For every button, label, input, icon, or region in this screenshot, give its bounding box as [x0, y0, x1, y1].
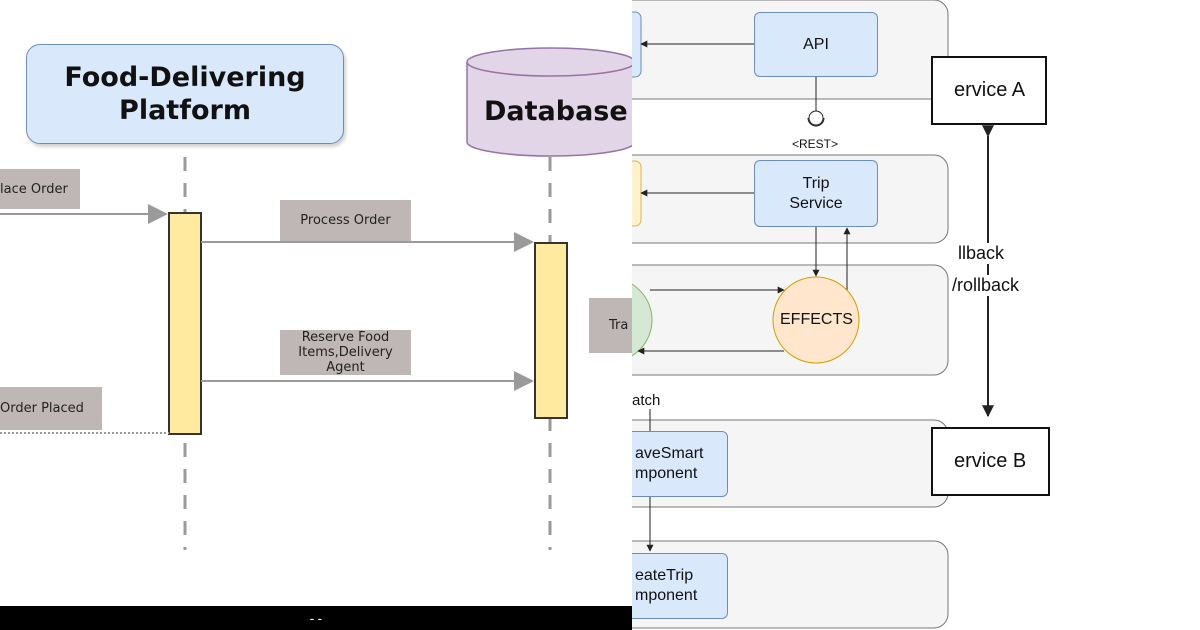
sequence-diagram-panel: Food-Delivering Platform Database lace O…: [0, 44, 632, 630]
service-b-box: [931, 427, 1050, 496]
left-box-2: [632, 160, 642, 227]
rest-interface-icon: [807, 117, 825, 127]
save-smart-component-label: aveSmart mponent: [635, 445, 704, 482]
service-b-label: ervice B: [954, 450, 1027, 472]
dispatch-label: atch: [632, 392, 661, 409]
create-trip-component-box: eateTrip mponent: [632, 553, 728, 619]
rollback-label-1: llback: [958, 243, 1005, 264]
architecture-diagram-panel: API Trip Service <REST> EFFECTS ervice A…: [632, 0, 1200, 630]
api-label: API: [803, 35, 829, 53]
process-order-label: Process Order: [280, 200, 411, 241]
bottom-bar-mark: --: [308, 612, 324, 627]
left-box-1: [632, 11, 642, 78]
service-a-label: ervice A: [954, 79, 1026, 101]
rest-ball: [808, 110, 824, 126]
tra-label: Tra: [589, 298, 632, 353]
platform-actor-title: Food-Delivering Platform: [64, 62, 306, 126]
rollback-label-2: /rollback: [952, 275, 1020, 296]
order-placed-label: Order Placed: [0, 387, 102, 430]
effects-circle: [772, 276, 860, 364]
database-activation-bar: [534, 242, 568, 419]
trip-service-label: Trip Service: [789, 174, 843, 212]
place-order-label: lace Order: [0, 169, 80, 209]
save-smart-component-box: aveSmart mponent: [632, 431, 728, 497]
reserve-items-label: Reserve Food Items,Delivery Agent: [280, 330, 411, 375]
database-label: Database: [484, 96, 628, 127]
sequence-diagram-canvas: [0, 47, 632, 550]
platform-activation-bar: [168, 212, 202, 435]
service-a-box: [931, 56, 1047, 125]
architecture-diagram-canvas: [632, 0, 1050, 629]
api-box: API: [754, 12, 878, 77]
platform-actor-box: Food-Delivering Platform: [26, 44, 344, 144]
create-trip-component-label: eateTrip mponent: [635, 567, 698, 604]
left-circle: [632, 283, 653, 357]
bottom-bar: --: [0, 606, 632, 630]
trip-service-box: Trip Service: [754, 160, 878, 227]
rest-label: <REST>: [792, 137, 839, 151]
effects-label: EFFECTS: [780, 311, 853, 328]
database-cylinder: [466, 47, 632, 157]
